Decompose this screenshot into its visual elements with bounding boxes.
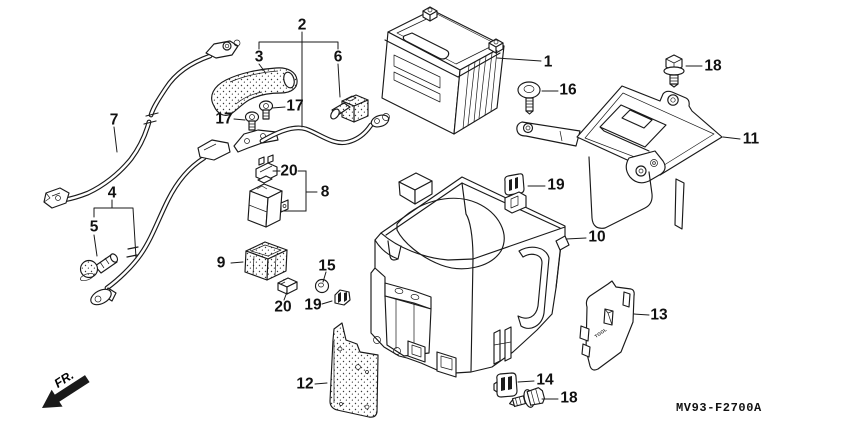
- callout-14: 14: [536, 372, 554, 389]
- battery-tray-cover: [516, 85, 723, 230]
- tool-lid: TOOL: [579, 280, 635, 371]
- callout-5: 5: [90, 219, 99, 236]
- leader-lines: [93, 31, 741, 400]
- terminal-screw-left: [244, 111, 260, 131]
- terminal-screw-right: [258, 100, 274, 120]
- fuse-connector-bottom: [277, 277, 298, 295]
- callout-9: 9: [217, 255, 226, 272]
- mud-plate: [329, 322, 379, 418]
- grommet: [314, 278, 330, 294]
- callout-10: 10: [588, 229, 605, 246]
- callout-20: 20: [280, 163, 297, 180]
- callout-15: 15: [318, 258, 336, 275]
- clip-upper: [504, 173, 527, 214]
- tool-lid-text: TOOL: [594, 327, 608, 339]
- callout-4: 4: [108, 185, 117, 202]
- callout-1: 1: [544, 54, 553, 71]
- callout-8: 8: [321, 184, 330, 201]
- rubber-holder: [244, 241, 288, 281]
- clip-lower: [334, 289, 351, 306]
- callout-18: 18: [704, 58, 722, 75]
- flange-bolt-bottom: [509, 387, 546, 408]
- callout-7: 7: [110, 112, 119, 129]
- starter-relay: [247, 175, 289, 228]
- ground-cable: [43, 39, 241, 209]
- callout-17: 17: [286, 98, 303, 115]
- terminal-cover: [211, 67, 298, 116]
- positive-cable: [233, 113, 390, 153]
- callout-12: 12: [296, 376, 313, 393]
- flange-bolt-top: [663, 54, 685, 88]
- clip-14: [493, 372, 518, 398]
- callout-19: 19: [547, 177, 565, 194]
- callout-19: 19: [304, 297, 322, 314]
- terminal-boot: [330, 94, 369, 123]
- callout-18: 18: [560, 390, 578, 407]
- negative-cable: [90, 139, 231, 306]
- screw-16: [517, 81, 541, 115]
- battery: [381, 6, 505, 135]
- callout-16: 16: [559, 82, 577, 99]
- callout-3: 3: [255, 49, 264, 66]
- callout-13: 13: [650, 307, 668, 324]
- battery-terminal-bolt: [79, 253, 119, 282]
- callout-17: 17: [215, 111, 232, 128]
- callout-6: 6: [334, 49, 343, 66]
- callout-20: 20: [274, 299, 291, 316]
- callout-2: 2: [298, 17, 307, 34]
- fr-arrow-icon: [42, 389, 63, 408]
- callout-11: 11: [743, 131, 760, 148]
- fr-indicator: FR.: [42, 368, 90, 408]
- diagram-code: MV93-F2700A: [676, 401, 762, 415]
- fuse-connector-top: [255, 154, 278, 182]
- battery-box: [370, 172, 570, 378]
